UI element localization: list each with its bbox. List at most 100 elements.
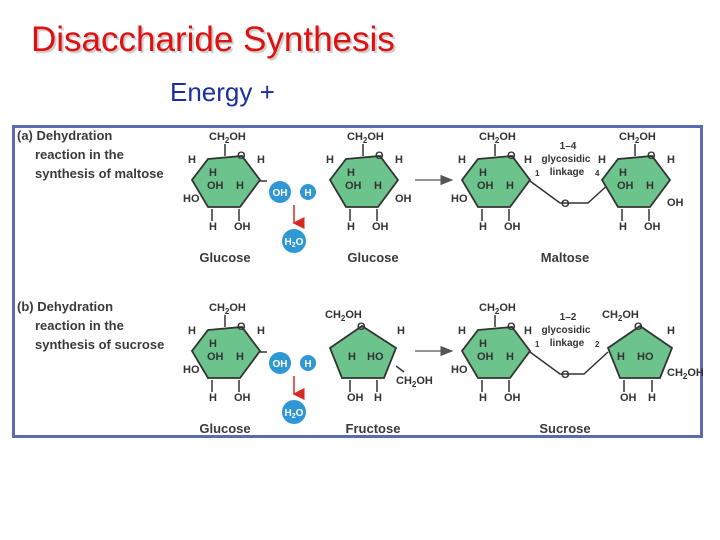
svg-text:H: H — [506, 351, 514, 363]
panel-a-reactant-2: Glucose — [347, 250, 398, 265]
panel-a: (a) Dehydration reaction in the synthesi… — [17, 128, 684, 265]
sucrose-molecule: CH2OH O H H H OH H HO H OH O 1 2 1–2 gly… — [451, 302, 703, 404]
svg-text:H: H — [326, 154, 334, 166]
svg-text:H: H — [524, 154, 532, 166]
panel-a-label-2: reaction in the — [35, 147, 124, 162]
svg-text:O: O — [647, 150, 656, 162]
svg-text:H: H — [395, 154, 403, 166]
dehydration-diagram: (a) Dehydration reaction in the synthesi… — [17, 128, 703, 436]
glucose-ring-a1: CH2OH O H H H OH H HO H OH — [183, 131, 267, 233]
svg-text:H: H — [397, 325, 405, 337]
svg-text:H: H — [188, 154, 196, 166]
svg-text:H: H — [479, 392, 487, 404]
linkage-line-3: linkage — [550, 167, 585, 178]
svg-text:CH2OH: CH2OH — [619, 131, 656, 145]
svg-text:H: H — [524, 325, 532, 337]
linkage-line-2: glycosidic — [542, 154, 591, 165]
svg-text:H: H — [236, 180, 244, 192]
svg-text:H: H — [209, 338, 217, 350]
svg-text:CH2OH: CH2OH — [209, 131, 246, 145]
svg-text:CH2OH: CH2OH — [209, 302, 246, 316]
linkage-line-2: glycosidic — [542, 325, 591, 336]
svg-text:H: H — [257, 154, 265, 166]
svg-text:OH: OH — [617, 180, 634, 192]
svg-text:OH: OH — [207, 351, 224, 363]
svg-text:OH: OH — [207, 180, 224, 192]
panel-b-label-3: synthesis of sucrose — [35, 337, 164, 352]
linkage-num-left: 1 — [535, 340, 540, 349]
glucose-ring-a2: CH2OH O H H H OH H OH H OH — [326, 131, 412, 233]
svg-text:OH: OH — [644, 221, 661, 233]
svg-text:H: H — [458, 325, 466, 337]
svg-text:HO: HO — [637, 351, 654, 363]
svg-text:H: H — [667, 154, 675, 166]
panel-b-reactant-1: Glucose — [199, 421, 250, 436]
fructose-ring: CH2OH O H H HO CH2OH OH H — [325, 309, 433, 404]
svg-text:H: H — [619, 221, 627, 233]
svg-text:OH: OH — [477, 180, 494, 192]
water-bubble — [282, 229, 306, 253]
svg-text:H: H — [598, 154, 606, 166]
panel-b-product: Sucrose — [539, 421, 590, 436]
panel-b-label-1: (b) Dehydration — [17, 299, 113, 314]
svg-text:HO: HO — [367, 351, 384, 363]
svg-text:H: H — [348, 351, 356, 363]
water-bubble — [282, 400, 306, 424]
svg-text:H: H — [209, 167, 217, 179]
svg-text:HO: HO — [183, 364, 200, 376]
svg-text:OH: OH — [234, 392, 251, 404]
svg-text:O: O — [561, 369, 570, 381]
svg-text:OH: OH — [372, 221, 389, 233]
svg-text:OH: OH — [395, 193, 412, 205]
panel-b-reactant-2: Fructose — [346, 421, 401, 436]
linkage-line-1: 1–4 — [560, 141, 577, 152]
svg-text:H: H — [646, 180, 654, 192]
linkage-num-right: 2 — [595, 340, 600, 349]
svg-text:HO: HO — [183, 193, 200, 205]
svg-text:H: H — [374, 180, 382, 192]
svg-text:CH2OH: CH2OH — [479, 302, 516, 316]
svg-text:H: H — [374, 392, 382, 404]
svg-text:OH: OH — [345, 180, 362, 192]
svg-text:H: H — [458, 154, 466, 166]
svg-text:H: H — [347, 221, 355, 233]
linkage-num-left: 1 — [535, 169, 540, 178]
svg-text:CH2OH: CH2OH — [325, 309, 362, 323]
svg-text:H: H — [648, 392, 656, 404]
svg-text:H: H — [209, 221, 217, 233]
svg-text:H: H — [209, 392, 217, 404]
svg-text:H: H — [617, 351, 625, 363]
svg-text:OH: OH — [504, 221, 521, 233]
svg-text:CH2OH: CH2OH — [602, 309, 639, 323]
svg-text:HO: HO — [451, 364, 468, 376]
slide-subtitle: Energy + — [170, 77, 275, 107]
svg-text:H: H — [347, 167, 355, 179]
linkage-line-3: linkage — [550, 338, 585, 349]
svg-text:H: H — [188, 325, 196, 337]
svg-text:O: O — [237, 150, 246, 162]
svg-text:OH: OH — [504, 392, 521, 404]
svg-text:O: O — [375, 150, 384, 162]
svg-text:H: H — [479, 221, 487, 233]
svg-text:HO: HO — [451, 193, 468, 205]
h-bubble — [300, 355, 316, 371]
svg-text:H: H — [479, 338, 487, 350]
svg-text:H: H — [667, 325, 675, 337]
svg-text:OH: OH — [347, 392, 364, 404]
oh-label: OH — [273, 188, 288, 199]
oh-bubble — [269, 181, 291, 203]
svg-text:OH: OH — [477, 351, 494, 363]
water-label: H2O — [285, 237, 304, 249]
svg-text:CH2OH: CH2OH — [396, 375, 433, 389]
glucose-ring-b: CH2OH O H H H OH H HO H OH — [183, 302, 267, 404]
svg-text:OH: OH — [234, 221, 251, 233]
svg-text:H: H — [506, 180, 514, 192]
linkage-line-1: 1–2 — [560, 312, 577, 323]
svg-text:O: O — [634, 321, 643, 333]
oh-bubble — [269, 352, 291, 374]
svg-text:H: H — [479, 167, 487, 179]
svg-text:OH: OH — [620, 392, 637, 404]
panel-b-label-2: reaction in the — [35, 318, 124, 333]
slide-title: Disaccharide Synthesis — [31, 20, 395, 59]
svg-text:O: O — [561, 198, 570, 210]
